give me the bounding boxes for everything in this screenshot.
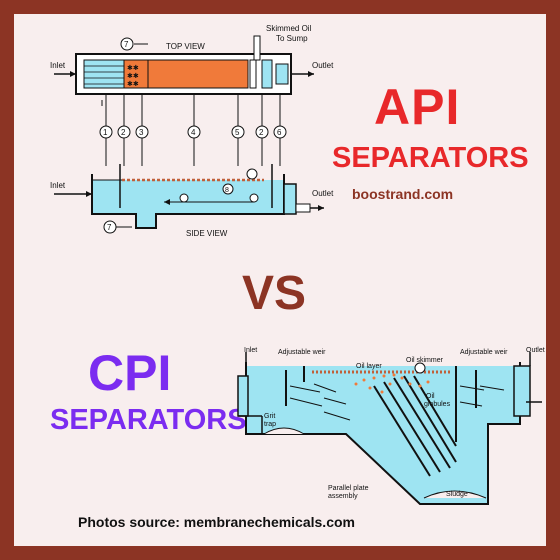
svg-text:5: 5 <box>235 128 240 137</box>
sludge-label: Sludge <box>446 491 468 498</box>
vs-text: VS <box>242 267 307 320</box>
svg-text:✱✱: ✱✱ <box>127 72 139 80</box>
svg-text:2: 2 <box>259 128 264 137</box>
cpi-inlet-label: Inlet <box>244 347 257 354</box>
photo-source: Photos source: membranechemicals.com <box>78 514 355 530</box>
parallel-plate-label-1: Parallel plate <box>328 485 369 492</box>
api-side-outlet-label: Outlet <box>312 189 334 198</box>
adjustable-weir-left-label: Adjustable weir <box>278 349 326 356</box>
top-view-label: TOP VIEW <box>166 42 205 51</box>
site-credit: boostrand.com <box>352 186 454 202</box>
oil-globules-label-2: globules <box>424 401 451 408</box>
parallel-plate-label-2: assembly <box>328 493 358 500</box>
api-side-inlet-label: Inlet <box>50 181 66 190</box>
callout-7-top: 7 <box>124 40 129 49</box>
api-top-outlet-label: Outlet <box>312 61 334 70</box>
grit-trap-label-1: Grit <box>264 413 275 420</box>
cpi-title: CPI <box>88 345 172 401</box>
api-top-inlet-label: Inlet <box>50 61 66 70</box>
oil-globules-label-1: Oil <box>426 393 435 400</box>
api-title: API <box>374 79 461 135</box>
flow-arrows <box>289 383 505 421</box>
parallel-plates <box>373 375 457 477</box>
svg-text:✱✱: ✱✱ <box>127 80 139 88</box>
api-diagram: ✱✱ ✱✱ ✱✱ 7 TOP VIEW Skimmed Oil To Sump … <box>50 24 334 238</box>
api-top-view: ✱✱ ✱✱ ✱✱ 7 <box>54 35 314 106</box>
side-view-label: SIDE VIEW <box>186 229 228 238</box>
svg-text:3: 3 <box>139 128 144 137</box>
api-callouts: 1 2 3 4 5 2 6 <box>99 125 287 139</box>
svg-text:1: 1 <box>103 128 108 137</box>
api-side-view: 8 7 <box>54 164 324 234</box>
to-sump-label: To Sump <box>276 34 308 43</box>
svg-text:✱✱: ✱✱ <box>127 64 139 72</box>
svg-text:6: 6 <box>277 128 282 137</box>
api-subtitle: SEPARATORS <box>332 142 529 174</box>
callout-7-side: 7 <box>107 223 112 232</box>
poster-canvas: ✱✱ ✱✱ ✱✱ 7 TOP VIEW Skimmed Oil To Sump … <box>14 14 546 546</box>
grit-trap-label-2: trap <box>264 421 276 428</box>
cpi-tank <box>237 344 542 505</box>
adjustable-weir-right-label: Adjustable weir <box>460 349 508 356</box>
skimmed-oil-label: Skimmed Oil <box>266 24 312 33</box>
svg-text:4: 4 <box>191 128 196 137</box>
cpi-diagram: Inlet Outlet Adjustable weir Adjustable … <box>237 344 545 505</box>
cpi-subtitle: SEPARATORS <box>50 404 247 436</box>
oil-globules <box>354 373 430 394</box>
oil-skimmer-label: Oil skimmer <box>406 357 444 364</box>
callout-8: 8 <box>225 187 229 194</box>
cpi-outlet-label: Outlet <box>526 347 545 354</box>
oil-layer-label: Oil layer <box>356 363 382 370</box>
svg-text:2: 2 <box>121 128 126 137</box>
